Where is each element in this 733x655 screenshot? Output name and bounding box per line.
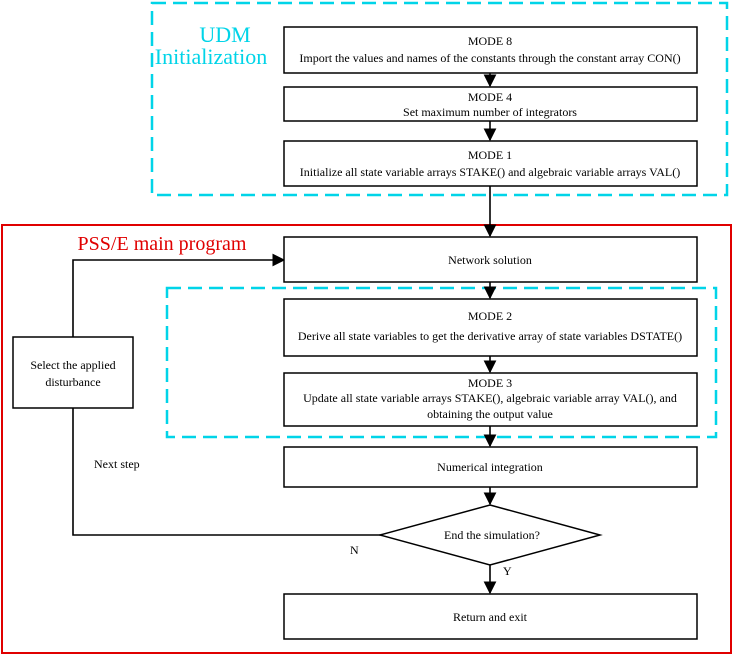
- numerical-integration-box: Numerical integration: [283, 446, 698, 488]
- pss-title: PSS/E main program: [78, 233, 247, 255]
- mode4-description: Set maximum number of integrators: [403, 105, 577, 119]
- udm-title-line1: UDM: [199, 22, 250, 47]
- yes-label: Y: [503, 564, 512, 578]
- mode1-title: MODE 1: [468, 148, 512, 162]
- mode1-description: Initialize all state variable arrays STA…: [300, 165, 680, 179]
- next-step-label: Next step: [94, 457, 140, 471]
- mode2-title: MODE 2: [468, 309, 512, 323]
- disturbance-line2: disturbance: [45, 375, 100, 389]
- network-solution-label: Network solution: [448, 253, 532, 267]
- arrow-disturbance-to-network: [72, 253, 286, 337]
- pss-main-program-frame: [1, 224, 732, 654]
- decision-label: End the simulation?: [444, 528, 540, 542]
- mode8-title: MODE 8: [468, 34, 512, 48]
- mode2-box: MODE 2 Derive all state variables to get…: [283, 298, 698, 357]
- mode4-box: MODE 4 Set maximum number of integrators: [283, 86, 698, 122]
- mode1-box: MODE 1 Initialize all state variable arr…: [283, 140, 698, 187]
- mode2-mode3-frame: [165, 286, 718, 439]
- mode3-description-line2: obtaining the output value: [427, 407, 553, 421]
- return-exit-label: Return and exit: [453, 610, 528, 624]
- select-disturbance-box: Select the applied disturbance: [12, 336, 134, 409]
- udm-title-line2: Initialization: [155, 44, 267, 69]
- return-exit-box: Return and exit: [283, 593, 698, 640]
- mode4-title: MODE 4: [468, 90, 512, 104]
- end-simulation-decision: End the simulation?: [377, 504, 603, 566]
- udm-initialization-frame: [150, 1, 729, 197]
- mode8-box: MODE 8 Import the values and names of th…: [283, 26, 698, 74]
- arrow-decision-no-to-disturbance: [66, 386, 380, 536]
- mode2-description: Derive all state variables to get the de…: [298, 329, 682, 343]
- mode3-description-line1: Update all state variable arrays STAKE()…: [303, 391, 677, 405]
- no-label: N: [350, 543, 359, 557]
- mode3-box: MODE 3 Update all state variable arrays …: [283, 372, 698, 427]
- mode3-title: MODE 3: [468, 376, 512, 390]
- disturbance-line1: Select the applied: [30, 358, 115, 372]
- mode8-description: Import the values and names of the const…: [299, 51, 680, 65]
- network-solution-box: Network solution: [283, 236, 698, 283]
- numerical-integration-label: Numerical integration: [437, 460, 543, 474]
